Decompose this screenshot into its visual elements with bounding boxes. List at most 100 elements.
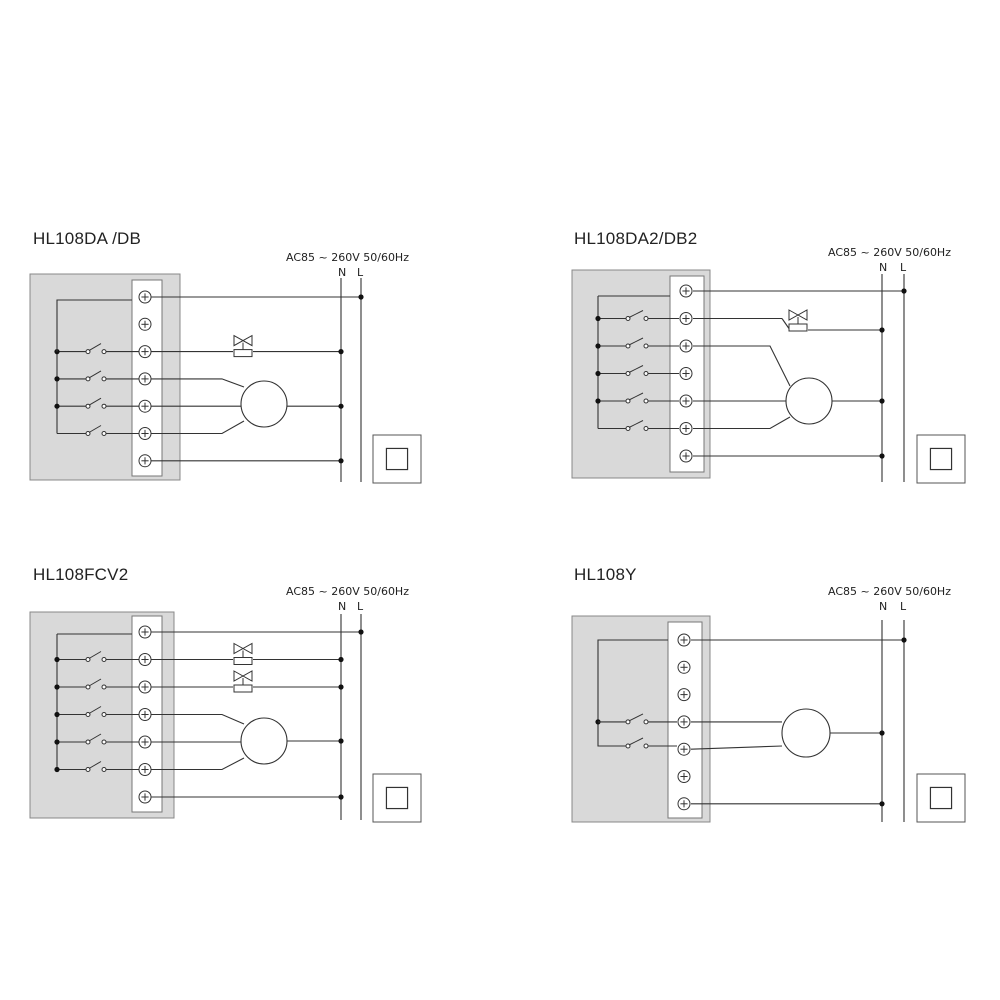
thermostat-panel-icon [372, 773, 422, 823]
live-label: L [357, 266, 364, 279]
junction-dot [338, 738, 344, 744]
screw-terminal-icon [677, 770, 691, 783]
screw-terminal-icon [679, 394, 693, 408]
switch-contact-icon [625, 737, 649, 749]
wire [151, 420, 245, 435]
supply-label: AC85 ~ 260V 50/60Hz [286, 585, 409, 598]
wire [597, 639, 668, 747]
screw-terminal-icon [677, 715, 691, 729]
switch-contact-icon [85, 370, 107, 382]
junction-dot [338, 656, 344, 663]
screw-terminal-icon [679, 367, 693, 380]
panel-title-hl108fcv2: HL108FCV2 [33, 565, 129, 584]
screw-terminal-icon [679, 312, 693, 325]
panel-title-hl108da2-db2: HL108DA2/DB2 [574, 229, 698, 248]
screw-terminal-icon [138, 454, 152, 468]
screw-terminal-icon [138, 625, 152, 639]
junction-dot [901, 288, 907, 294]
supply-label: AC85 ~ 260V 50/60Hz [828, 585, 951, 598]
wire [693, 416, 791, 430]
screw-terminal-icon [677, 797, 691, 811]
junction-dot [54, 656, 60, 663]
junction-dot [901, 637, 907, 643]
panel-title-hl108da-db: HL108DA /DB [33, 229, 142, 248]
junction-dot [879, 730, 885, 736]
junction-dot [879, 327, 885, 333]
screw-terminal-icon [679, 339, 693, 353]
screw-terminal-icon [138, 317, 152, 331]
fan-motor-icon [240, 717, 288, 765]
junction-dot [595, 398, 601, 404]
screw-terminal-icon [677, 688, 691, 702]
screw-terminal-icon [138, 653, 152, 666]
screw-terminal-icon [138, 790, 152, 804]
junction-dot [358, 294, 364, 300]
screw-terminal-icon [138, 427, 152, 440]
wire [56, 299, 132, 352]
junction-dot [358, 629, 364, 635]
screw-terminal-icon [677, 633, 691, 647]
screw-terminal-icon [677, 742, 691, 756]
junction-dot [54, 684, 60, 690]
switch-contact-icon [625, 420, 649, 431]
junction-dot [54, 376, 60, 382]
junction-dot [54, 766, 60, 773]
fan-motor-icon [781, 708, 831, 758]
junction-dot [338, 794, 344, 800]
thermostat-panel-icon [916, 773, 966, 823]
neutral-label: N [879, 261, 888, 274]
junction-dot [54, 711, 60, 718]
screw-terminal-icon [138, 680, 152, 694]
switch-contact-icon [85, 425, 107, 436]
screw-terminal-icon [679, 284, 693, 298]
junction-dot [879, 453, 885, 459]
wire [690, 745, 783, 750]
wire [151, 713, 245, 725]
thermostat-panel-icon [916, 434, 966, 484]
screw-terminal-icon [138, 372, 152, 386]
neutral-label: N [338, 600, 347, 613]
valve-icon [233, 670, 253, 693]
junction-dot [595, 315, 601, 322]
fan-motor-icon [785, 377, 833, 425]
live-label: L [357, 600, 364, 613]
switch-contact-icon [85, 706, 107, 717]
neutral-label: N [879, 600, 888, 613]
supply-label: AC85 ~ 260V 50/60Hz [286, 251, 409, 264]
junction-dot [879, 801, 885, 807]
junction-dot [338, 349, 344, 355]
wire [151, 757, 245, 771]
junction-dot [54, 403, 60, 409]
live-label: L [900, 600, 907, 613]
neutral-label: N [338, 266, 347, 279]
supply-label: AC85 ~ 260V 50/60Hz [828, 246, 951, 259]
junction-dot [338, 403, 344, 409]
screw-terminal-icon [138, 735, 152, 749]
switch-contact-icon [85, 397, 107, 409]
screw-terminal-icon [679, 422, 693, 435]
live-label: L [900, 261, 907, 274]
thermostat-panel-icon [372, 434, 422, 484]
screw-terminal-icon [138, 290, 152, 304]
wire [693, 345, 791, 387]
screw-terminal-icon [679, 449, 693, 463]
wire [151, 378, 245, 388]
junction-dot [338, 458, 344, 464]
valve-icon [233, 642, 253, 665]
panel-title-hl108y: HL108Y [574, 565, 637, 584]
screw-terminal-icon [138, 345, 152, 359]
screw-terminal-icon [138, 763, 152, 776]
junction-dot [595, 343, 601, 349]
junction-dot [595, 370, 601, 377]
screw-terminal-icon [677, 660, 691, 674]
fan-motor-icon [240, 380, 288, 428]
screw-terminal-icon [138, 399, 152, 413]
junction-dot [879, 398, 885, 404]
valve-icon [233, 334, 253, 358]
junction-dot [338, 684, 344, 690]
junction-dot [54, 739, 60, 745]
switch-contact-icon [85, 651, 107, 662]
screw-terminal-icon [138, 708, 152, 721]
valve-icon [788, 309, 808, 332]
